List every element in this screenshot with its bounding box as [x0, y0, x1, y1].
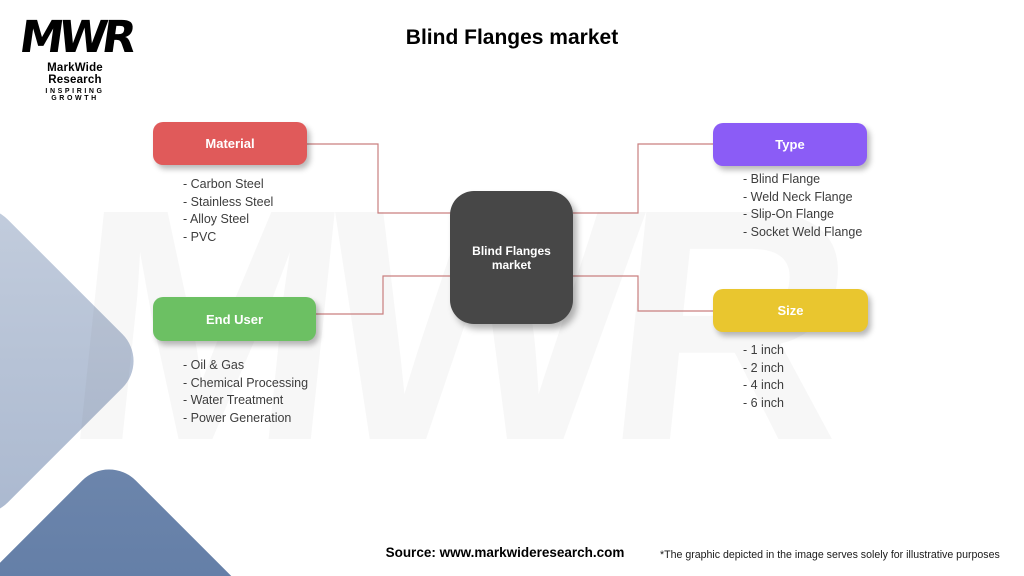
list-item: - Stainless Steel [183, 194, 274, 209]
list-item: - Chemical Processing [183, 375, 309, 390]
list-item: - Socket Weld Flange [743, 224, 863, 239]
size-item-list: - 1 inch - 2 inch - 4 inch - 6 inch [743, 342, 784, 412]
list-item: - Water Treatment [183, 393, 284, 408]
list-item: - 4 inch [743, 378, 784, 393]
list-item: - 2 inch [743, 360, 784, 375]
disclaimer-text: *The graphic depicted in the image serve… [660, 549, 1000, 561]
node-material-label: Material [205, 136, 255, 151]
brand-logo-name: MarkWide Research [47, 62, 103, 86]
material-item-list: - Carbon Steel - Stainless Steel - Alloy… [183, 176, 273, 246]
connector-enduser-center [316, 275, 451, 315]
node-end-user: End User [153, 297, 316, 341]
connector-center-type [573, 143, 713, 214]
list-item: - Blind Flange [743, 172, 821, 186]
list-item: - Oil & Gas [183, 358, 245, 372]
list-item: - Weld Neck Flange [743, 189, 853, 204]
node-material: Material [153, 122, 307, 165]
list-item: - 6 inch [743, 395, 784, 410]
node-type: Type [713, 123, 867, 166]
end-user-item-list: - Oil & Gas - Chemical Processing - Wate… [183, 357, 308, 427]
list-item: - Power Generation [183, 410, 292, 425]
page-title: Blind Flanges market [405, 26, 619, 49]
list-item: - Alloy Steel [183, 212, 250, 227]
node-center: Blind Flanges market [450, 191, 573, 324]
list-item: - Slip-On Flange [743, 207, 835, 222]
brand-logo-tagline: INSPIRING GROWTH [45, 88, 105, 102]
node-size: Size [713, 289, 868, 332]
brand-logo: MWR MarkWide Research INSPIRING GROWTH [16, 12, 134, 102]
connector-material-center [307, 143, 451, 214]
node-center-label: Blind Flanges market [472, 243, 551, 272]
node-type-label: Type [775, 137, 805, 152]
list-item: - PVC [183, 229, 217, 244]
connector-center-size [573, 275, 713, 312]
list-item: - Carbon Steel [183, 177, 264, 191]
type-item-list: - Blind Flange - Weld Neck Flange - Slip… [743, 171, 862, 241]
source-text: Source: www.markwideresearch.com [385, 545, 625, 560]
node-end-user-label: End User [205, 311, 264, 327]
node-size-label: Size [777, 303, 804, 318]
list-item: - 1 inch [743, 343, 784, 357]
